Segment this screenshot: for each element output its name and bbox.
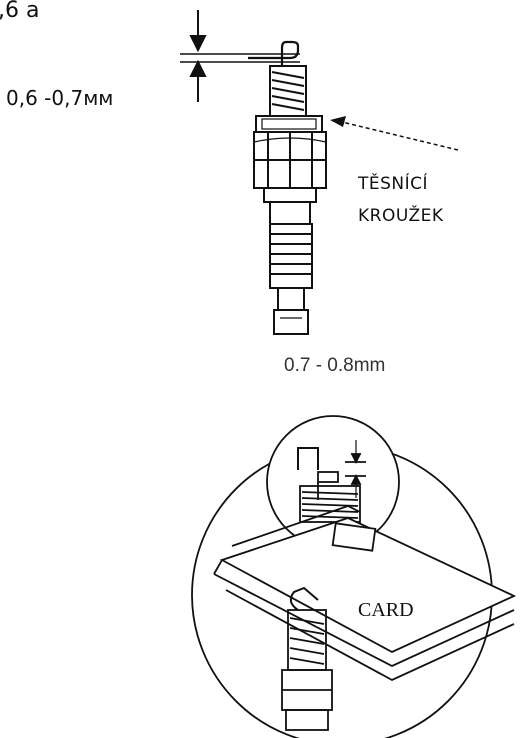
seal-label-line2: kroužek: [358, 206, 444, 226]
gap-spec-bottom: 0.7 - 0.8mm: [284, 355, 386, 376]
gap-spec-top: 0,6 -0,7мм: [6, 86, 114, 110]
card-label: CARD: [358, 599, 414, 621]
text-fragment: ,6 a: [0, 0, 40, 23]
seal-label-line1: Těsnící: [358, 174, 429, 194]
